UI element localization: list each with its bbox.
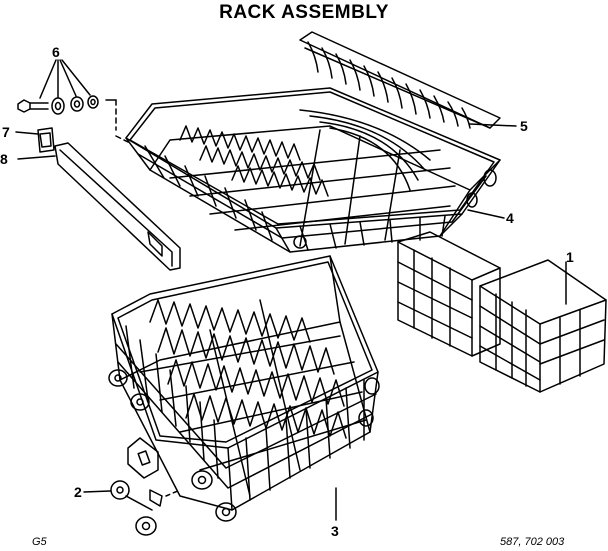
callout-labels: 6 7 8 5 4 1 2 3 [0,44,574,539]
footer-part-number: 587, 702 003 [500,536,565,548]
stud-and-washers-part [17,59,99,115]
lower-rack-part [108,255,380,522]
alignment-guide [105,99,129,143]
callout-1: 1 [566,249,574,265]
leader-4 [467,209,505,219]
callout-7: 7 [2,124,10,140]
wheel-roller-part [83,437,181,536]
stop-clip-part [15,127,55,153]
diagram-title: RACK ASSEMBLY [219,2,389,23]
callout-3: 3 [331,523,339,539]
track-rail-part [17,142,181,271]
footer-left-code: G5 [32,536,48,548]
cup-shelf-part [299,31,517,129]
callout-4: 4 [506,210,514,226]
callout-2: 2 [74,484,82,500]
callout-6: 6 [52,44,60,60]
callout-5: 5 [520,118,528,134]
upper-rack-part [125,87,501,253]
callout-8: 8 [0,151,8,167]
silverware-basket-part [397,231,607,393]
